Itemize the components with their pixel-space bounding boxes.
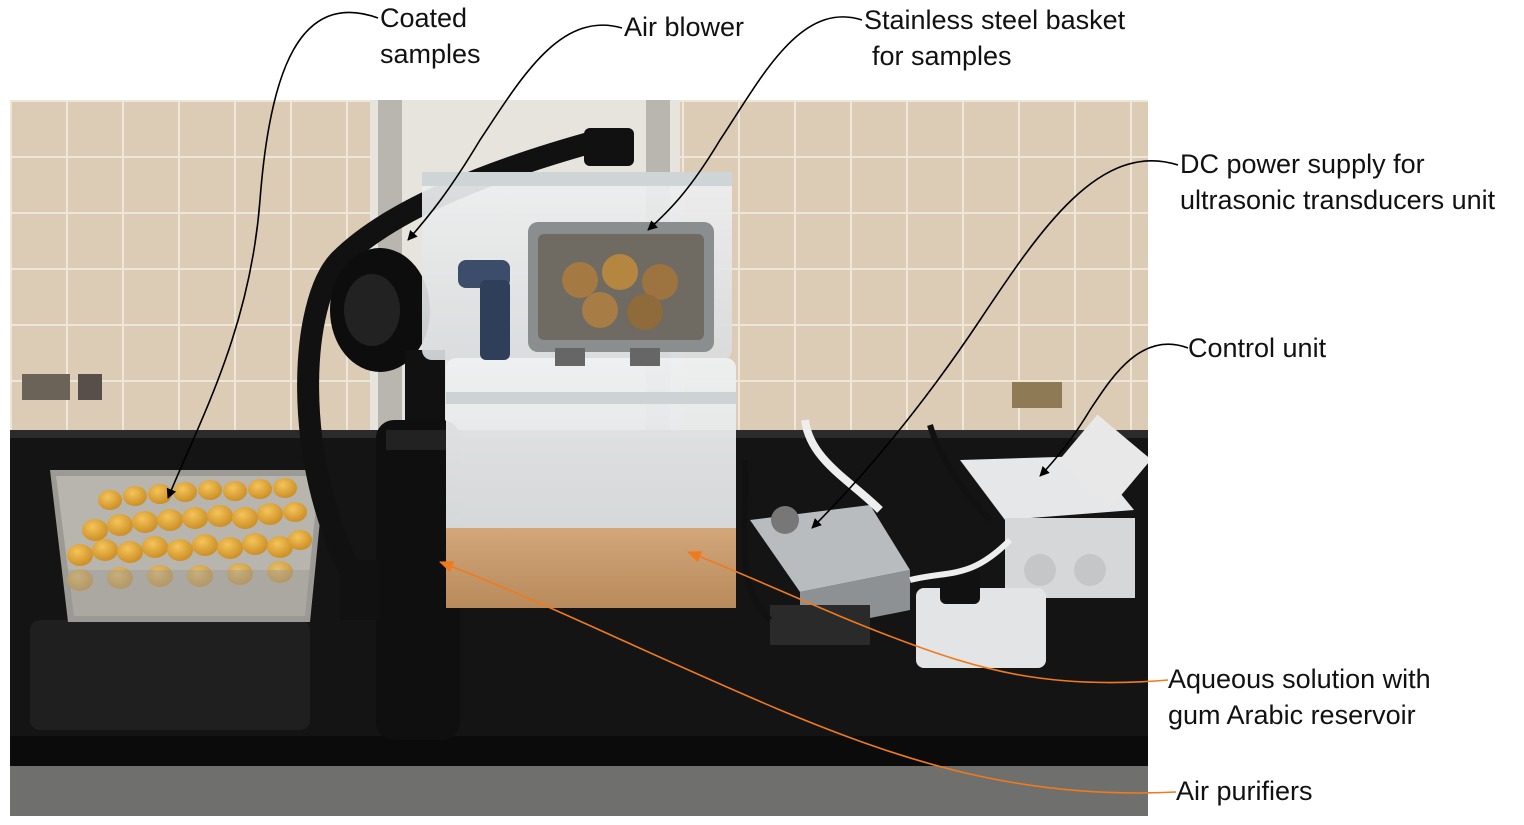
wall-socket xyxy=(1012,382,1062,408)
power-plug-box xyxy=(916,588,1046,668)
label-aqueous: Aqueous solution with gum Arabic reservo… xyxy=(1168,664,1431,730)
label-air-purifiers: Air purifiers xyxy=(1176,776,1313,806)
apparatus-photo xyxy=(10,100,1148,816)
label-air-blower: Air blower xyxy=(624,12,745,42)
elbow-connector xyxy=(458,260,510,360)
stainless-steel-basket xyxy=(528,222,714,366)
cabinet xyxy=(10,766,1148,816)
label-control-unit: Control unit xyxy=(1188,333,1327,363)
counter-edge xyxy=(10,736,1148,766)
wall-socket xyxy=(22,374,70,400)
air-purifier xyxy=(340,420,460,740)
label-dc-power: DC power supply for ultrasonic transduce… xyxy=(1180,149,1496,215)
tray-of-coated-samples xyxy=(50,470,325,622)
label-basket: Stainless steel basket for samples xyxy=(864,5,1126,71)
label-coated-samples: Coated samples xyxy=(380,3,481,69)
